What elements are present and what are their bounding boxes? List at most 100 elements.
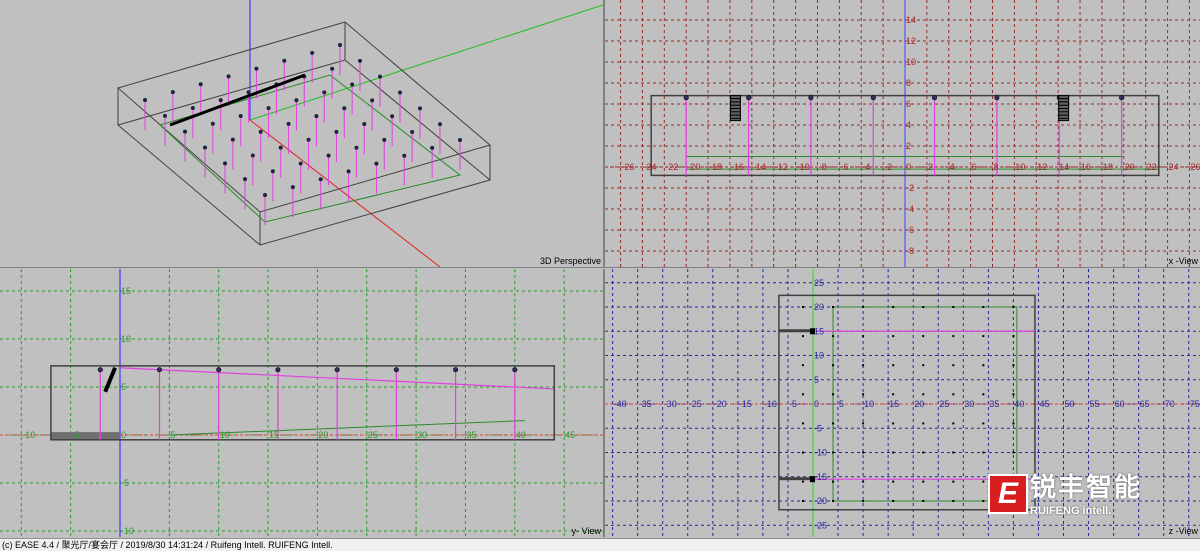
line-array-icon [778, 329, 813, 333]
h-tick-label: -35 [639, 399, 652, 409]
speaker-group [143, 43, 462, 225]
seating-area [159, 74, 462, 223]
h-tick-label: -4 [862, 162, 870, 172]
speaker-icon [342, 106, 347, 111]
h-tick-label: -15 [739, 399, 752, 409]
speaker-icon [223, 161, 227, 166]
perspective-canvas[interactable] [0, 0, 603, 267]
speaker-position-dot [922, 306, 925, 308]
h-tick-label: -20 [687, 162, 700, 172]
speaker-position-dot [801, 306, 804, 308]
speaker-icon [322, 90, 327, 95]
v-tick-label: 6 [906, 99, 911, 109]
h-tick-label: -10 [22, 430, 35, 440]
v-tick-label: -5 [814, 423, 822, 433]
v-tick-label: -6 [906, 225, 914, 235]
speaker-position-dot [892, 422, 895, 425]
speaker-icon [326, 153, 331, 158]
speaker-position-dot [832, 480, 835, 483]
view-label: z -View [1168, 526, 1198, 536]
speaker-position-dot [982, 364, 985, 367]
h-tick-label: 55 [1090, 399, 1100, 409]
speaker-icon [370, 98, 375, 103]
speaker-icon [226, 74, 231, 79]
h-tick-label: 35 [989, 399, 999, 409]
speaker-position-dot [922, 364, 925, 367]
h-tick-label: 20 [1125, 162, 1135, 172]
v-tick-label: -15 [814, 472, 827, 482]
line-array-icon [103, 367, 117, 393]
speaker-icon [263, 193, 267, 197]
speaker-icon [402, 153, 407, 158]
view-label: x -View [1168, 256, 1198, 266]
speaker-position-dot [892, 306, 895, 308]
h-tick-label: 25 [939, 399, 949, 409]
speaker-icon [314, 114, 319, 119]
h-tick-label: 60 [1115, 399, 1125, 409]
seating-slope [169, 420, 525, 436]
speaker-icon [338, 43, 342, 47]
ruifeng-logo: E 锐丰智能 RUIFENG intell. [988, 472, 1178, 520]
h-tick-label: -16 [731, 162, 744, 172]
speaker-position-dot [892, 500, 895, 502]
speaker-position-dot [952, 451, 955, 454]
h-tick-label: 6 [972, 162, 977, 172]
speaker-position-dot [832, 422, 835, 425]
speaker-position-dot [892, 451, 895, 454]
speaker-icon [298, 161, 303, 166]
h-tick-label: -6 [840, 162, 848, 172]
speaker-icon [362, 122, 367, 127]
line-array-icon [729, 95, 741, 122]
speaker-icon [203, 145, 207, 150]
speaker-icon [190, 105, 195, 110]
speaker-position-dot [952, 393, 955, 396]
h-tick-label: -26 [622, 162, 635, 172]
speaker-icon [275, 367, 281, 373]
h-tick-label: -8 [818, 162, 826, 172]
array-head [810, 328, 815, 335]
v-tick-label: -10 [121, 526, 134, 536]
speaker-position-dot [832, 335, 835, 338]
speaker-position-dot [801, 335, 804, 338]
room-outline [50, 365, 556, 441]
perspective-view[interactable]: 3D Perspective [0, 0, 605, 268]
speaker-position-dot [1012, 393, 1015, 396]
speaker-position-dot [952, 335, 955, 338]
speaker-position-dot [1012, 335, 1015, 338]
speaker-icon [438, 122, 442, 127]
speaker-position-dot [862, 393, 865, 396]
speaker-icon [350, 82, 355, 87]
h-tick-label: 5 [170, 430, 175, 440]
h-tick-label: 30 [417, 430, 427, 440]
h-tick-label: 16 [1081, 162, 1091, 172]
speaker-icon [418, 106, 422, 111]
speaker-icon [398, 90, 402, 95]
v-tick-label: 15 [814, 326, 824, 336]
speaker-icon [808, 95, 814, 101]
v-tick-label: 8 [906, 78, 911, 88]
v-tick-label: 12 [906, 36, 916, 46]
v-tick-label: 10 [814, 351, 824, 361]
speaker-icon [143, 98, 147, 102]
view-label: y- View [571, 526, 601, 536]
speaker-position-dot [862, 451, 865, 454]
speaker-position-dot [922, 422, 925, 425]
speaker-icon [310, 50, 315, 55]
h-tick-label: -5 [789, 399, 797, 409]
speaker-icon [198, 82, 203, 87]
h-tick-label: 40 [1014, 399, 1024, 409]
h-tick-label: 15 [269, 430, 279, 440]
speaker-position-dot [801, 364, 804, 367]
speaker-icon [512, 367, 518, 373]
line-array [169, 73, 306, 127]
speaker-position-dot [922, 393, 925, 396]
speaker-position-dot [832, 393, 835, 396]
h-tick-label: 10 [220, 430, 230, 440]
speaker-position-dot [982, 335, 985, 338]
